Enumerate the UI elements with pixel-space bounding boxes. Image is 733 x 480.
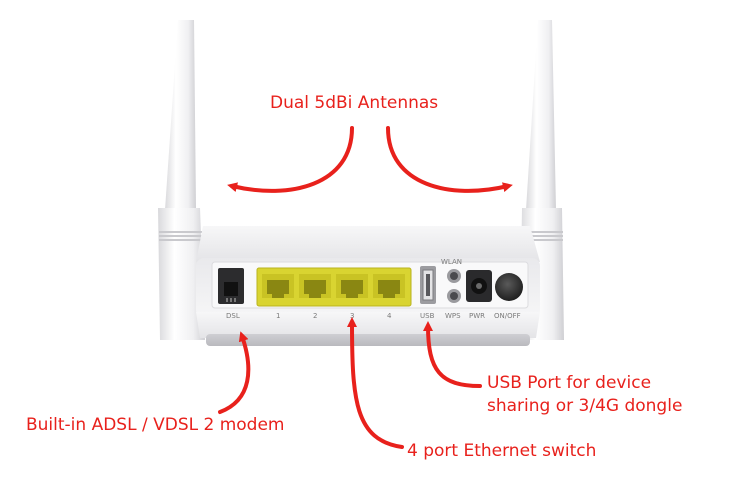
antenna-arrow-left [227,126,354,193]
power-jack [466,270,492,302]
onoff-label: ON/OFF [494,312,521,320]
usb-port [420,266,436,304]
wps-label: WPS [445,312,461,320]
lan-port-4 [373,274,405,298]
usb-arrow [423,321,482,388]
adsl-callout: Built-in ADSL / VDSL 2 modem [26,415,285,435]
ethernet-callout: 4 port Ethernet switch [407,441,597,461]
wps-button [447,289,461,303]
lan-port-2 [299,274,331,298]
lan-label-2: 2 [313,312,317,320]
antennas-callout: Dual 5dBi Antennas [270,93,439,113]
lan-label-4: 4 [387,312,392,320]
ethernet-switch [256,267,412,307]
wlan-label: WLAN [441,258,462,266]
adsl-arrow [218,331,251,414]
wlan-button [447,269,461,283]
lan-port-3 [336,274,368,298]
lan-port-1 [262,274,294,298]
dsl-port [218,268,244,304]
pwr-label: PWR [469,312,485,320]
usb-callout-line-1: USB Port for device [487,373,652,393]
dsl-label: DSL [226,312,240,320]
left-antenna [158,20,205,340]
power-switch [495,273,523,301]
lan-label-1: 1 [276,312,280,320]
lan-label-3: 3 [350,312,354,320]
antenna-arrow-right [386,126,513,193]
ethernet-arrow [347,317,404,449]
usb-label: USB [420,312,435,320]
usb-callout-line-2: sharing or 3/4G dongle [487,396,683,416]
